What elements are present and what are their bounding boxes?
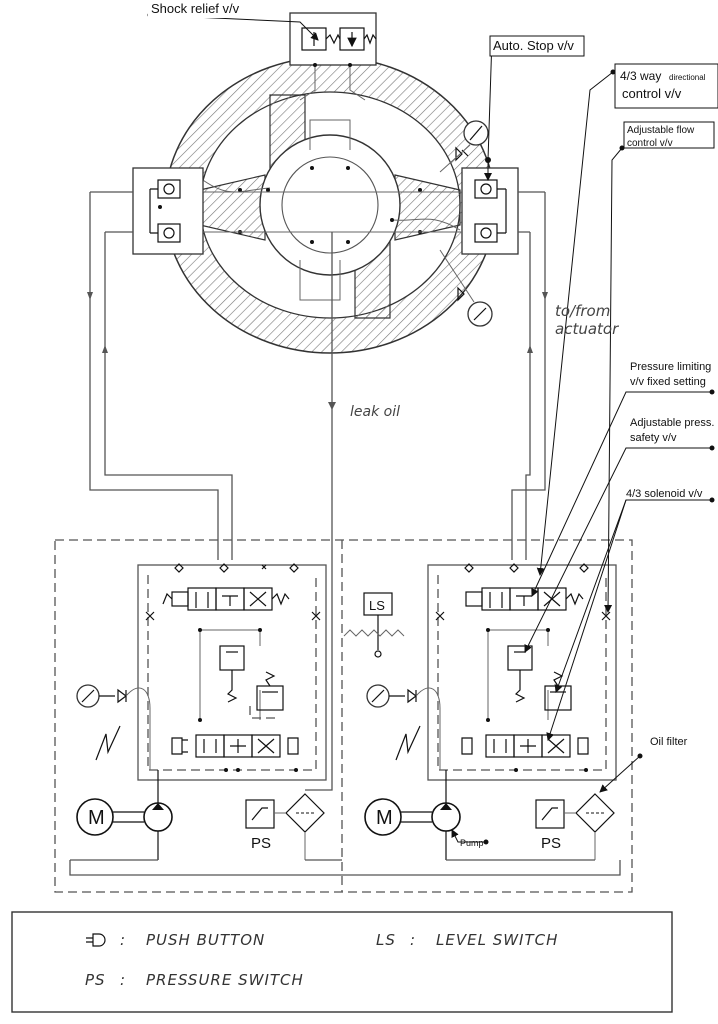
label-oil-filter: Oil filter xyxy=(650,736,688,748)
pipe-lines xyxy=(87,192,548,791)
label-adj-press-2: safety v/v xyxy=(630,432,677,444)
pressure-switch-left xyxy=(245,799,275,829)
power-unit-housing xyxy=(54,539,633,893)
legend-ls-sep: : xyxy=(410,931,416,949)
right-solenoid-valve xyxy=(461,734,589,758)
label-pressure-limiting-2: v/v fixed setting xyxy=(630,376,706,388)
label-pump: Pump xyxy=(460,838,484,848)
label-auto-stop: Auto. Stop v/v xyxy=(493,38,574,53)
label-leak-oil: leak oil xyxy=(350,404,400,420)
pressure-switch-right xyxy=(535,799,565,829)
label-43-way-directional: directional xyxy=(669,73,706,82)
pressure-gauge-top-right xyxy=(439,120,489,173)
label-ps-right: PS xyxy=(541,835,561,852)
label-motor-right: M xyxy=(376,807,393,829)
label-actuator: actuator xyxy=(555,320,619,338)
legend-ps-text: PRESSURE SWITCH xyxy=(146,971,304,989)
left-solenoid-valve xyxy=(171,734,299,758)
label-shock-relief: Shock relief v/v xyxy=(151,1,240,16)
legend-pb-sep: : xyxy=(120,931,126,949)
shock-relief-valve xyxy=(289,12,377,101)
label-adj-flow-2: control v/v xyxy=(627,138,673,149)
motor-right-icon xyxy=(364,798,402,836)
push-button-icon xyxy=(86,933,106,947)
left-power-unit xyxy=(76,563,327,860)
right-check-valve-block xyxy=(461,167,519,255)
label-43-way: 4/3 way xyxy=(620,69,661,83)
label-pressure-limiting-1: Pressure limiting xyxy=(630,361,711,373)
oil-filter-left-icon xyxy=(285,793,325,833)
right-power-unit xyxy=(364,563,617,860)
legend-ls-text: LEVEL SWITCH xyxy=(436,931,558,949)
label-ls-box: LS xyxy=(369,598,385,613)
oil-filter-right-icon xyxy=(575,793,615,833)
legend-ls-key: LS xyxy=(376,931,396,949)
legend-pb-text: PUSH BUTTON xyxy=(146,931,265,949)
callout-leaders xyxy=(147,12,715,845)
label-adj-press-1: Adjustable press. xyxy=(630,417,714,429)
legend-ps-key: PS xyxy=(85,971,106,989)
right-directional-valve xyxy=(465,587,584,611)
label-43-solenoid: 4/3 solenoid v/v xyxy=(626,488,703,500)
legend-box: : PUSH BUTTON LS : LEVEL SWITCH PS : PRE… xyxy=(11,911,673,1013)
label-to-from: to/from xyxy=(555,302,610,320)
label-adj-flow-1: Adjustable flow xyxy=(627,125,695,136)
level-switch xyxy=(343,592,405,658)
left-check-valve-block xyxy=(132,167,204,255)
pressure-gauge-bottom-right xyxy=(439,249,493,327)
motor-left-icon xyxy=(76,798,114,836)
label-43-way-control: control v/v xyxy=(622,86,682,101)
rotary-actuator xyxy=(164,56,496,354)
label-ps-left: PS xyxy=(251,835,271,852)
label-motor-left: M xyxy=(88,807,105,829)
left-directional-valve xyxy=(162,587,290,611)
legend-ps-sep: : xyxy=(120,971,126,989)
